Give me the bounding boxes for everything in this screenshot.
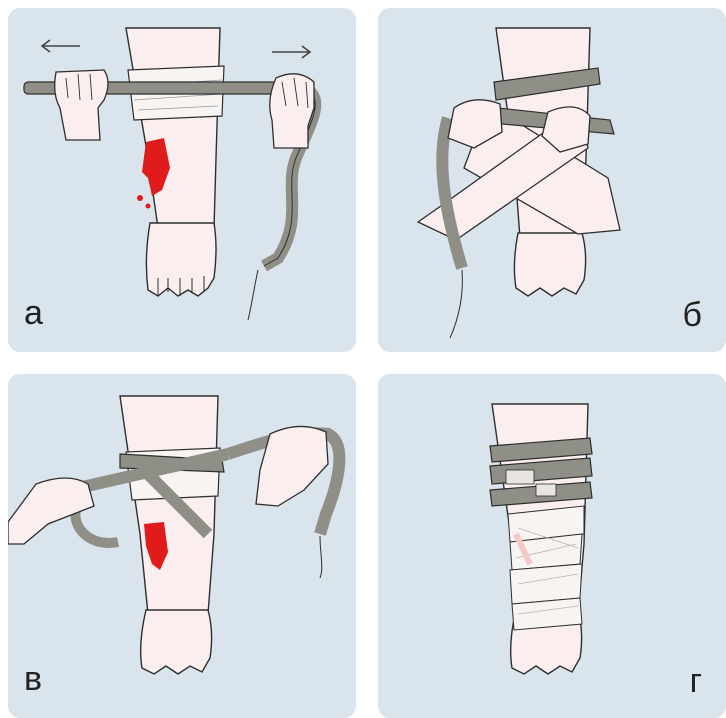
foot	[146, 223, 216, 296]
illustration-step-g	[378, 374, 726, 718]
panel-step-g: г	[378, 374, 726, 718]
bandage-wraps	[508, 506, 584, 630]
step-label-a: а	[24, 296, 43, 330]
time-note-tag	[506, 470, 534, 484]
panel-step-b: б	[378, 8, 726, 352]
step-label-g: г	[690, 664, 702, 698]
step-label-v: в	[24, 662, 42, 696]
step-label-b: б	[683, 298, 702, 332]
illustration-step-a	[8, 8, 356, 352]
panel-step-v: в	[8, 374, 356, 718]
right-hand	[270, 74, 314, 148]
foot	[514, 233, 585, 296]
illustration-step-b	[378, 8, 726, 352]
foot	[141, 610, 212, 674]
panel-step-a: а	[8, 8, 356, 352]
illustration-step-v	[8, 374, 356, 718]
